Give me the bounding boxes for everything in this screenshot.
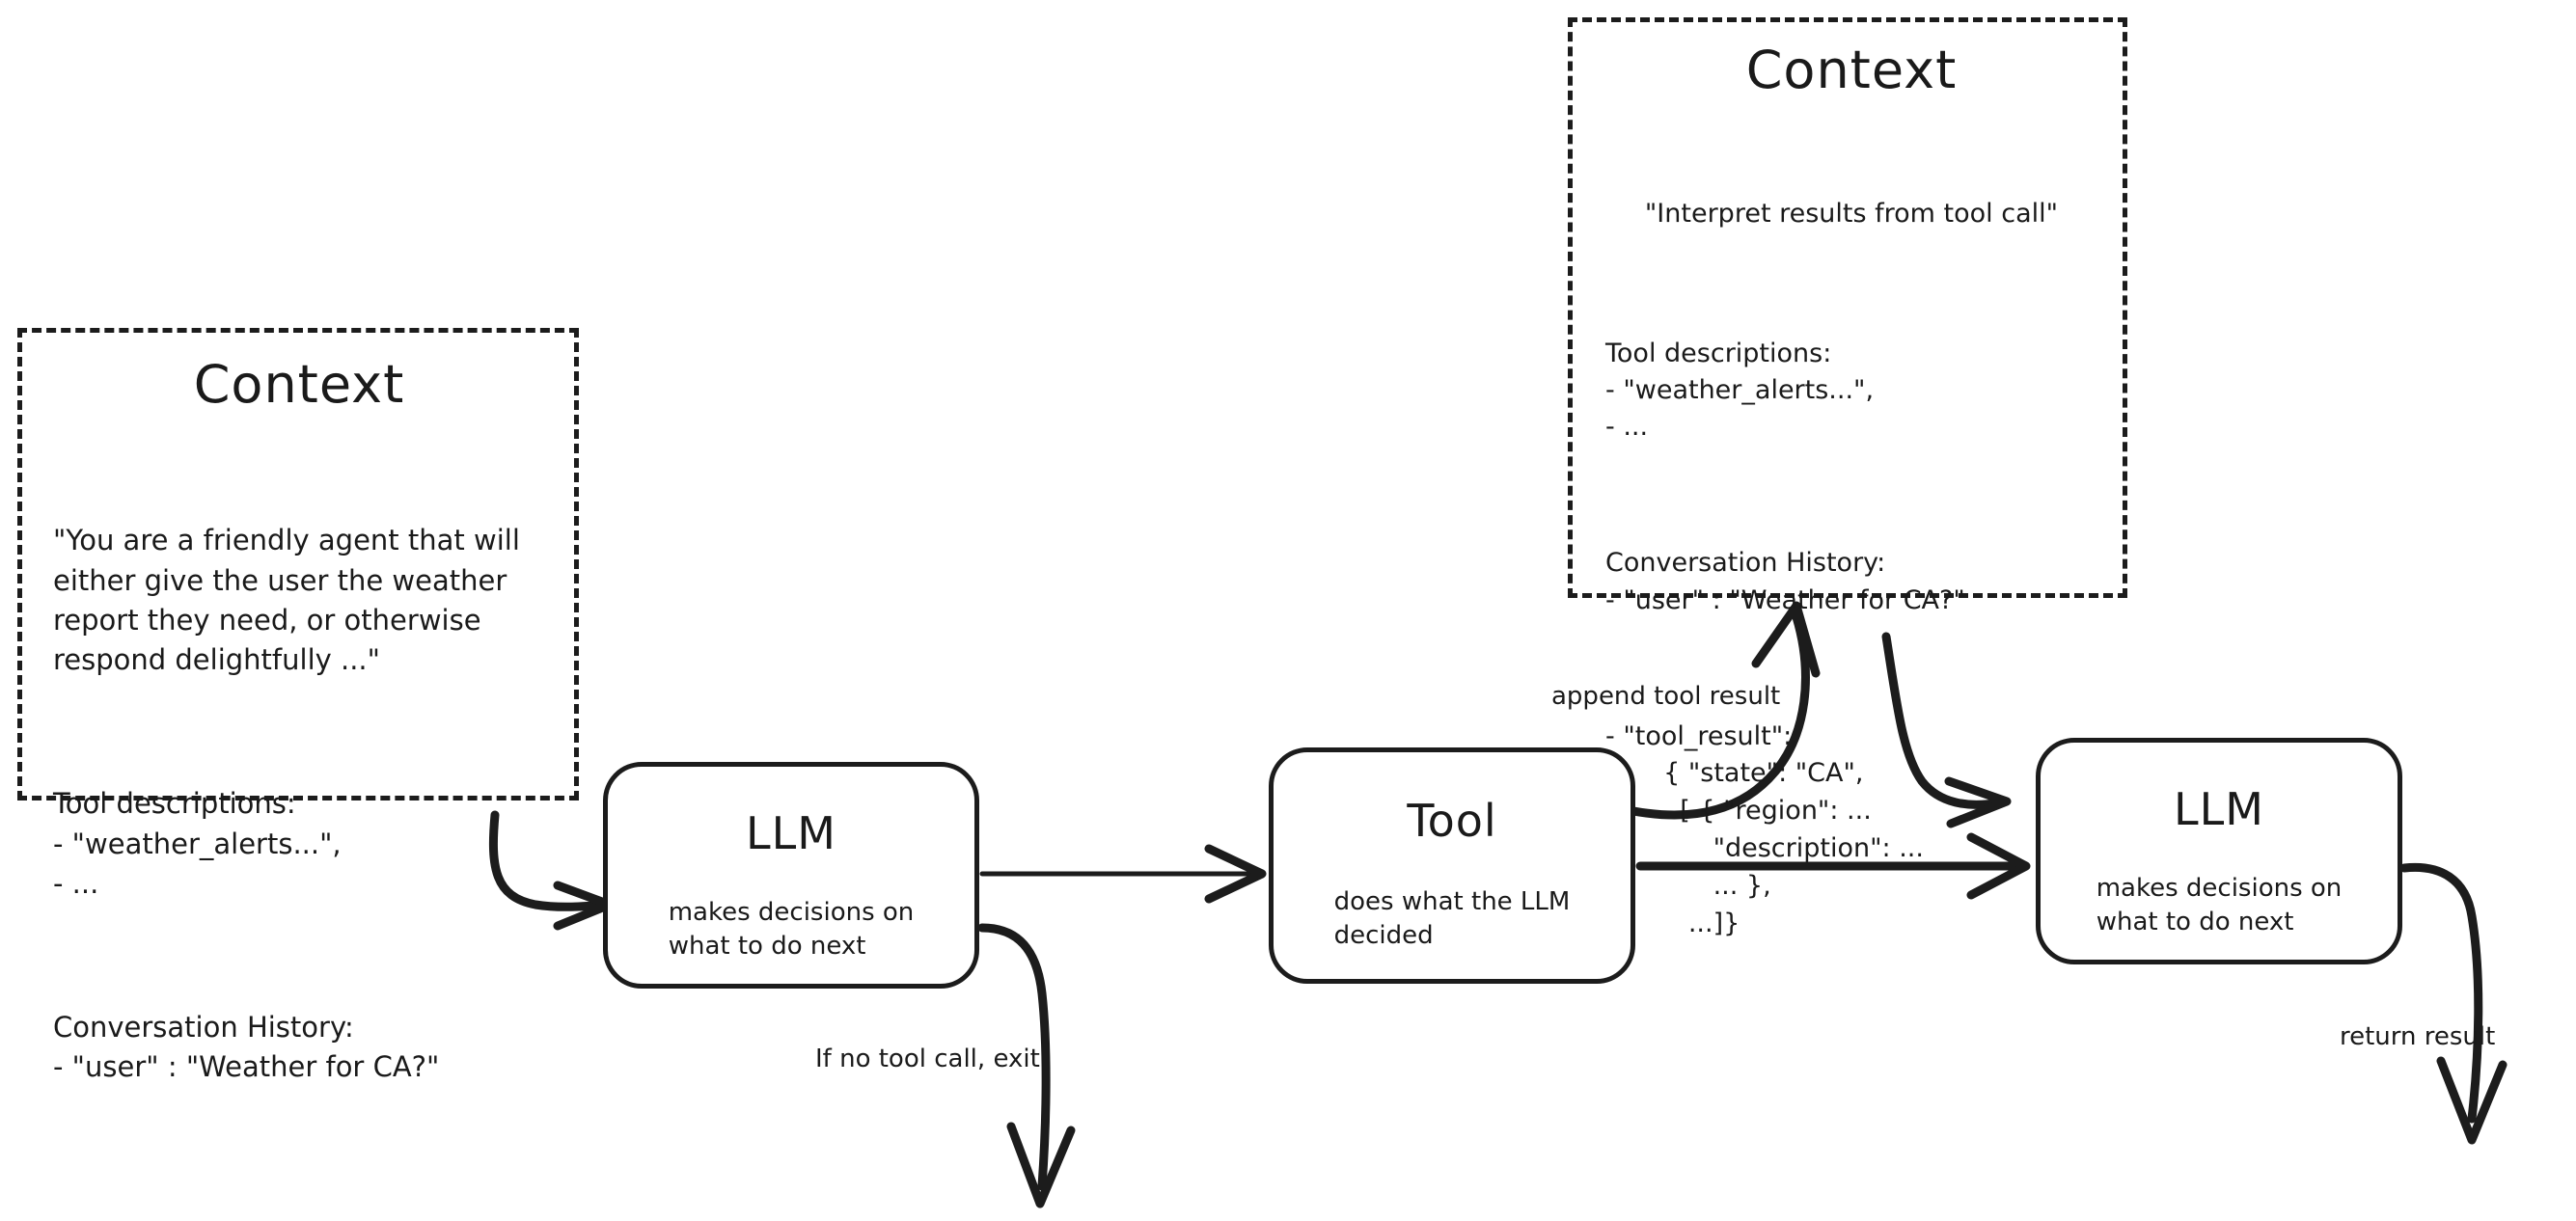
node-llm-first[interactable]: LLM makes decisions on what to do next: [603, 762, 979, 989]
context-left-system-prompt: "You are a friendly agent that will eith…: [53, 524, 520, 676]
node-llm-second[interactable]: LLM makes decisions on what to do next: [2036, 738, 2402, 964]
node-tool-subtitle: does what the LLM decided: [1333, 887, 1571, 950]
context-left-body: "You are a friendly agent that will eith…: [53, 442, 545, 1167]
context-right-tool-descriptions: Tool descriptions: - "weather_alerts..."…: [1605, 338, 1875, 443]
context-right-title: Context: [1745, 40, 1958, 100]
node-llm-first-subtitle: makes decisions on what to do next: [668, 898, 915, 961]
context-left-conversation-history: Conversation History: - "user" : "Weathe…: [53, 1011, 440, 1084]
edge-llm1-to-tool: [979, 844, 1267, 904]
node-tool-title: Tool: [1407, 795, 1497, 847]
context-box-left: Context "You are a friendly agent that w…: [17, 328, 579, 1083]
edge-label-return-result: return result: [2340, 1022, 2496, 1051]
context-right-conversation-history: Conversation History: - "user" : "Weathe…: [1605, 548, 1965, 615]
context-left-tool-descriptions: Tool descriptions: - "weather_alerts..."…: [53, 787, 342, 900]
context-left-title: Context: [193, 354, 405, 415]
context-box-right: Context "Interpret results from tool cal…: [1568, 17, 2127, 938]
context-right-tool-result: - "tool_result": { "state": "CA", [ { "r…: [1605, 720, 1924, 938]
edge-label-if-no-tool-call-exit: If no tool call, exit: [815, 1045, 1040, 1073]
node-llm-second-title: LLM: [2174, 783, 2264, 835]
edge-label-append-tool-result: append tool result: [1551, 682, 1781, 711]
context-right-instruction: "Interpret results from tool call": [1644, 198, 2059, 229]
context-right-body: "Interpret results from tool call" Tool …: [1605, 122, 2097, 1018]
edge-llm2-return: [2399, 862, 2507, 1145]
node-llm-first-title: LLM: [746, 807, 836, 859]
node-llm-second-subtitle: makes decisions on what to do next: [2096, 874, 2343, 936]
node-tool[interactable]: Tool does what the LLM decided: [1269, 747, 1635, 984]
